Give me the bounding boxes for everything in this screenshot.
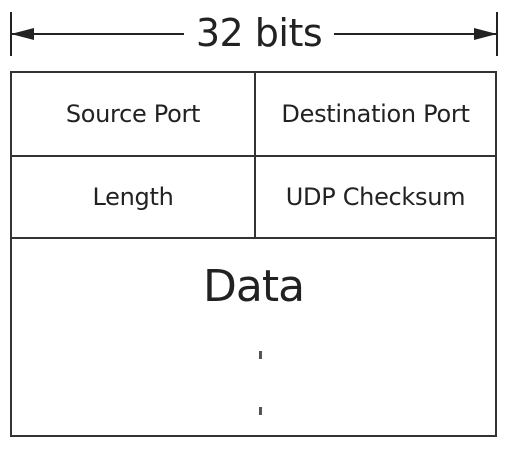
field-destination-port: Destination Port [281, 100, 470, 128]
width-indicator: 32 bits [0, 0, 518, 70]
row-divider-1 [12, 155, 495, 157]
continuation-mark-2 [259, 407, 262, 415]
column-divider [254, 73, 256, 239]
udp-header-table: Source Port Destination Port Length UDP … [10, 71, 497, 437]
width-label: 32 bits [183, 11, 335, 55]
width-label-container: 32 bits [0, 8, 518, 58]
right-arrowhead-icon [474, 28, 497, 40]
field-data: Data [202, 261, 305, 312]
field-source-port: Source Port [65, 100, 201, 128]
row-divider-2 [12, 237, 495, 239]
field-udp-checksum: UDP Checksum [285, 183, 466, 211]
field-length: Length [92, 183, 174, 211]
left-arrowhead-icon [11, 28, 34, 40]
continuation-mark-1 [259, 351, 262, 359]
